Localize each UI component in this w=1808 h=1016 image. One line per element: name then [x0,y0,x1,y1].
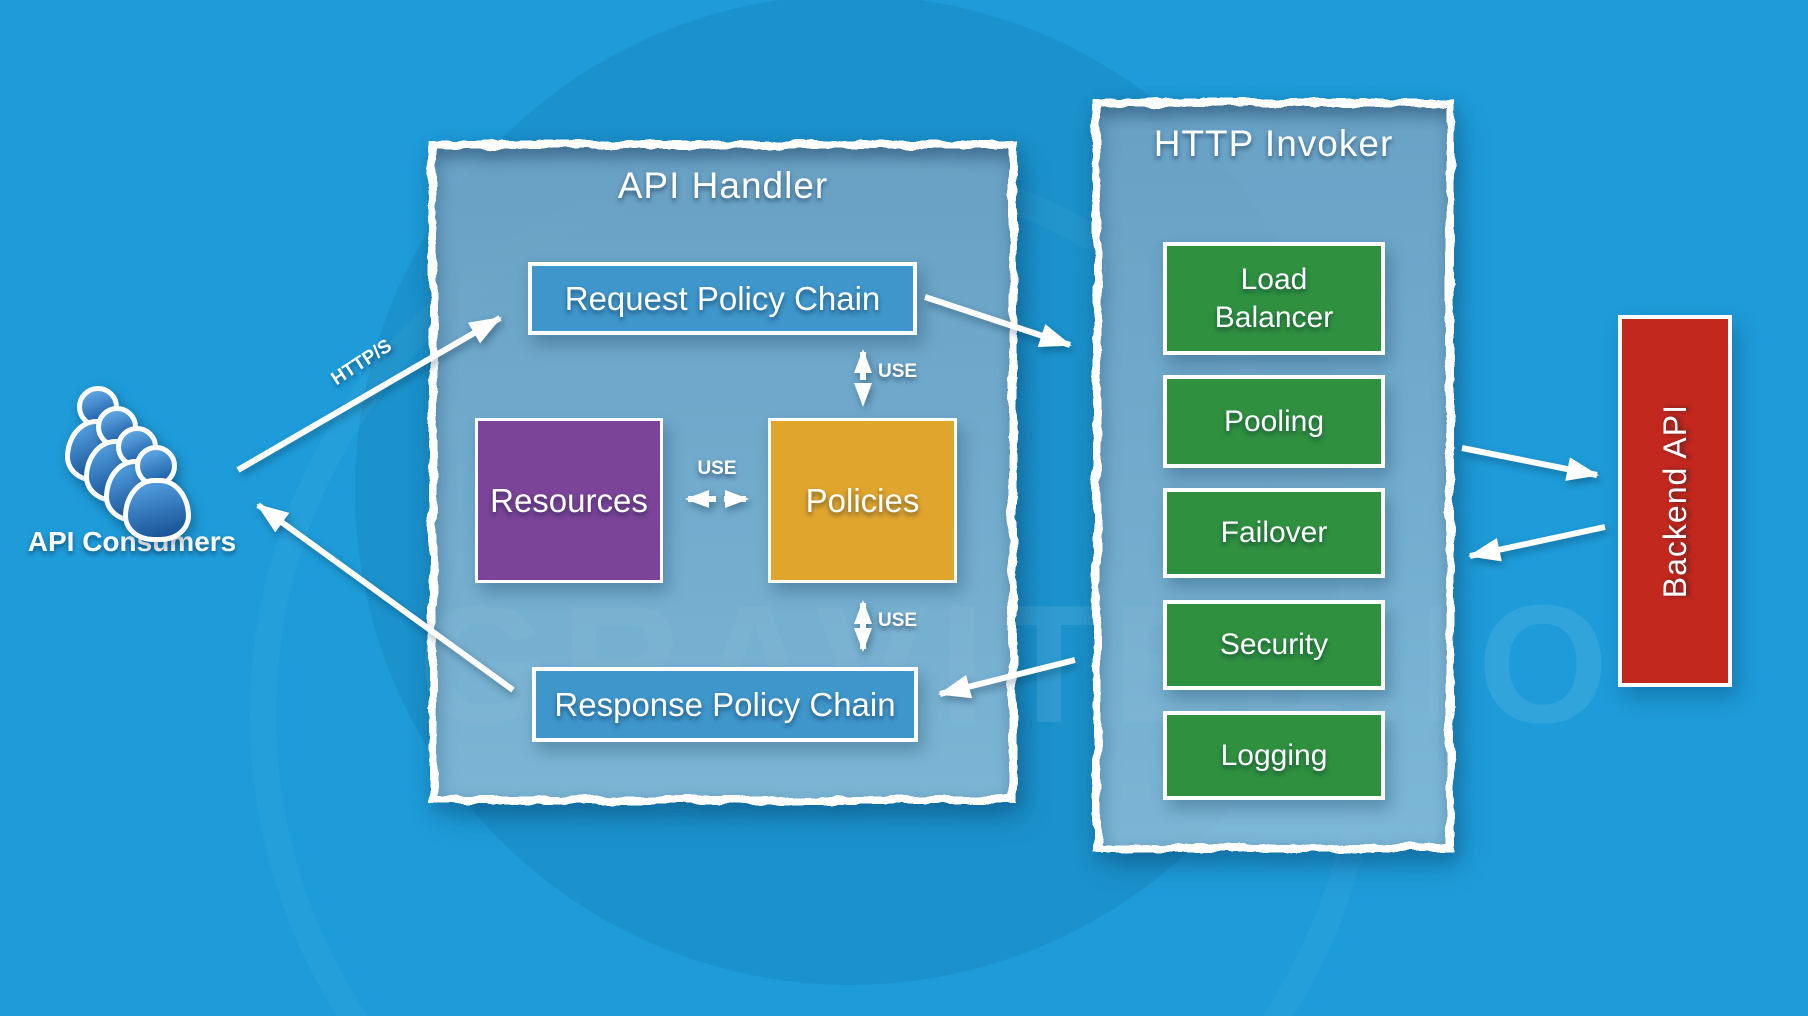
response-policy-chain-label: Response Policy Chain [554,685,896,723]
person-icon [119,445,197,545]
backend-api-label: Backend API [1656,403,1693,599]
security-label: Security [1219,628,1329,661]
security-box: Security [1163,600,1385,690]
resources-box: Resources [475,418,663,583]
request-policy-chain-box: Request Policy Chain [528,262,917,335]
failover-box: Failover [1163,488,1385,578]
response-policy-chain-box: Response Policy Chain [532,667,918,742]
pooling-label: Pooling [1223,404,1325,438]
logging-label: Logging [1220,738,1328,772]
logging-box: Logging [1163,711,1385,800]
pooling-box: Pooling [1163,375,1385,468]
use-label-top: USE [878,361,918,382]
load-balancer-box: Load Balancer [1163,242,1385,355]
http-invoker-panel: HTTP Invoker Load Balancer Pooling Failo… [1093,99,1454,852]
policies-box: Policies [768,418,957,583]
arrow-backend-to-invoker [1468,524,1606,562]
person-torso [123,478,191,542]
arrow-invoker-to-backend [1461,445,1599,481]
api-handler-title: API Handler [617,165,829,206]
api-consumers-group: API Consumers [0,370,260,590]
api-handler-panel: API Handler Request Policy Chain Resourc… [429,141,1017,804]
backend-api-box: Backend API [1618,315,1732,687]
use-label-bottom: USE [878,610,918,631]
request-policy-chain-label: Request Policy Chain [564,279,881,317]
resources-label: Resources [490,481,648,519]
use-label-middle: USE [697,458,737,479]
http-invoker-title: HTTP Invoker [1153,123,1394,164]
policies-label: Policies [805,481,920,519]
failover-label: Failover [1220,516,1328,549]
load-balancer-label: Load Balancer [1214,262,1334,334]
